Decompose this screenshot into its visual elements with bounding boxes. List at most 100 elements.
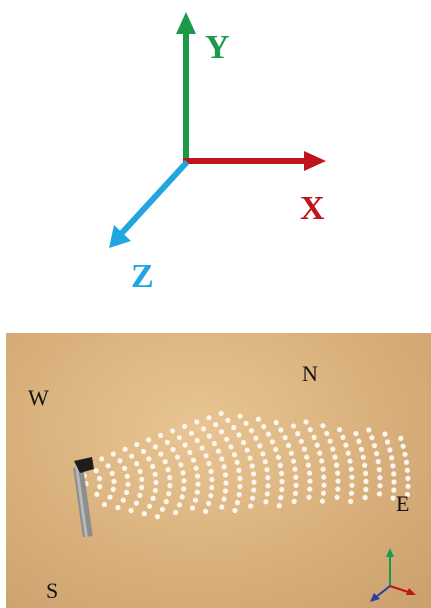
heliostat xyxy=(194,437,200,444)
heliostat xyxy=(391,471,397,477)
heliostat xyxy=(170,428,176,434)
heliostat xyxy=(162,459,168,465)
heliostat xyxy=(327,438,333,444)
heliostat xyxy=(150,495,156,501)
heliostat xyxy=(293,482,299,488)
heliostat xyxy=(307,427,313,433)
heliostat xyxy=(251,487,257,493)
heliostat xyxy=(218,429,225,435)
heliostat xyxy=(117,458,123,464)
heliostat xyxy=(213,422,219,428)
heliostat xyxy=(335,486,341,492)
heliostat xyxy=(154,514,161,520)
heliostat xyxy=(404,467,410,473)
heliostat xyxy=(334,462,340,468)
compass-west: W xyxy=(28,385,49,410)
heliostat xyxy=(101,501,108,508)
heliostat xyxy=(293,474,299,480)
heliostat xyxy=(199,445,205,451)
heliostat xyxy=(263,499,269,505)
heliostat xyxy=(404,491,411,498)
heliostat xyxy=(319,458,325,464)
heliostat xyxy=(221,464,227,470)
y-axis-arrow xyxy=(176,12,196,163)
heliostat xyxy=(218,410,224,417)
heliostat xyxy=(208,468,214,475)
heliostat xyxy=(97,484,103,490)
heliostat xyxy=(165,467,171,473)
heliostat xyxy=(115,504,121,511)
heliostat xyxy=(376,491,383,497)
heliostat xyxy=(152,444,158,450)
heliostat xyxy=(320,490,327,496)
heliostat xyxy=(363,478,369,484)
heliostat xyxy=(224,436,230,442)
heliostat xyxy=(385,439,391,445)
heliostat xyxy=(170,446,176,453)
heliostat xyxy=(275,454,281,460)
heliostat xyxy=(321,474,327,480)
heliostat xyxy=(99,456,105,462)
heliostat xyxy=(231,424,237,431)
heliostat xyxy=(211,440,217,447)
heliostat xyxy=(304,454,310,460)
heliostat xyxy=(285,442,292,448)
heliostat xyxy=(334,494,340,500)
heliostat xyxy=(206,433,212,439)
heliostat xyxy=(265,475,271,481)
heliostat xyxy=(398,435,404,441)
heliostat xyxy=(167,483,173,489)
heliostat xyxy=(206,460,212,467)
heliostat xyxy=(343,442,349,448)
heliostat xyxy=(200,426,207,432)
heliostat xyxy=(240,439,247,446)
heliostat xyxy=(166,491,172,497)
heliostat xyxy=(139,476,145,482)
heliostat xyxy=(377,475,383,481)
heliostat xyxy=(248,428,254,434)
heliostat xyxy=(345,450,351,456)
heliostat xyxy=(195,481,201,487)
heliostat xyxy=(215,448,222,454)
heliostat xyxy=(122,446,128,452)
heliostat xyxy=(174,454,181,460)
heliostat xyxy=(279,478,285,485)
heliostat xyxy=(181,486,187,492)
heliostat xyxy=(390,495,396,501)
solar-tower xyxy=(73,457,94,538)
heliostat xyxy=(337,427,343,433)
heliostat xyxy=(279,486,285,493)
heliostat xyxy=(150,463,156,470)
heliostat xyxy=(137,468,143,474)
heliostat-field-scene: W N E S xyxy=(6,333,431,608)
heliostat xyxy=(391,479,397,485)
heliostat xyxy=(298,438,304,444)
heliostat xyxy=(182,423,188,429)
heliostat xyxy=(181,478,187,484)
heliostat xyxy=(176,435,182,441)
heliostat xyxy=(253,435,259,441)
heliostat xyxy=(377,483,383,489)
heliostat xyxy=(228,444,234,450)
heliostat xyxy=(278,470,285,476)
heliostat xyxy=(237,413,243,419)
heliostat xyxy=(319,498,325,504)
heliostat xyxy=(221,496,227,502)
heliostat xyxy=(278,427,284,433)
heliostat xyxy=(306,470,313,476)
heliostat xyxy=(320,466,326,472)
heliostat xyxy=(105,463,111,469)
heliostat xyxy=(179,494,185,500)
heliostat xyxy=(247,455,253,461)
heliostat xyxy=(305,462,311,468)
heliostat xyxy=(187,449,193,456)
y-axis-label: Y xyxy=(205,29,230,66)
heliostat xyxy=(264,491,270,497)
heliostat xyxy=(109,470,115,476)
heliostat xyxy=(128,507,134,514)
heliostat xyxy=(360,454,366,460)
heliostat xyxy=(265,431,271,437)
heliostat xyxy=(255,416,261,422)
heliostat xyxy=(349,482,355,488)
heliostat xyxy=(403,459,410,465)
